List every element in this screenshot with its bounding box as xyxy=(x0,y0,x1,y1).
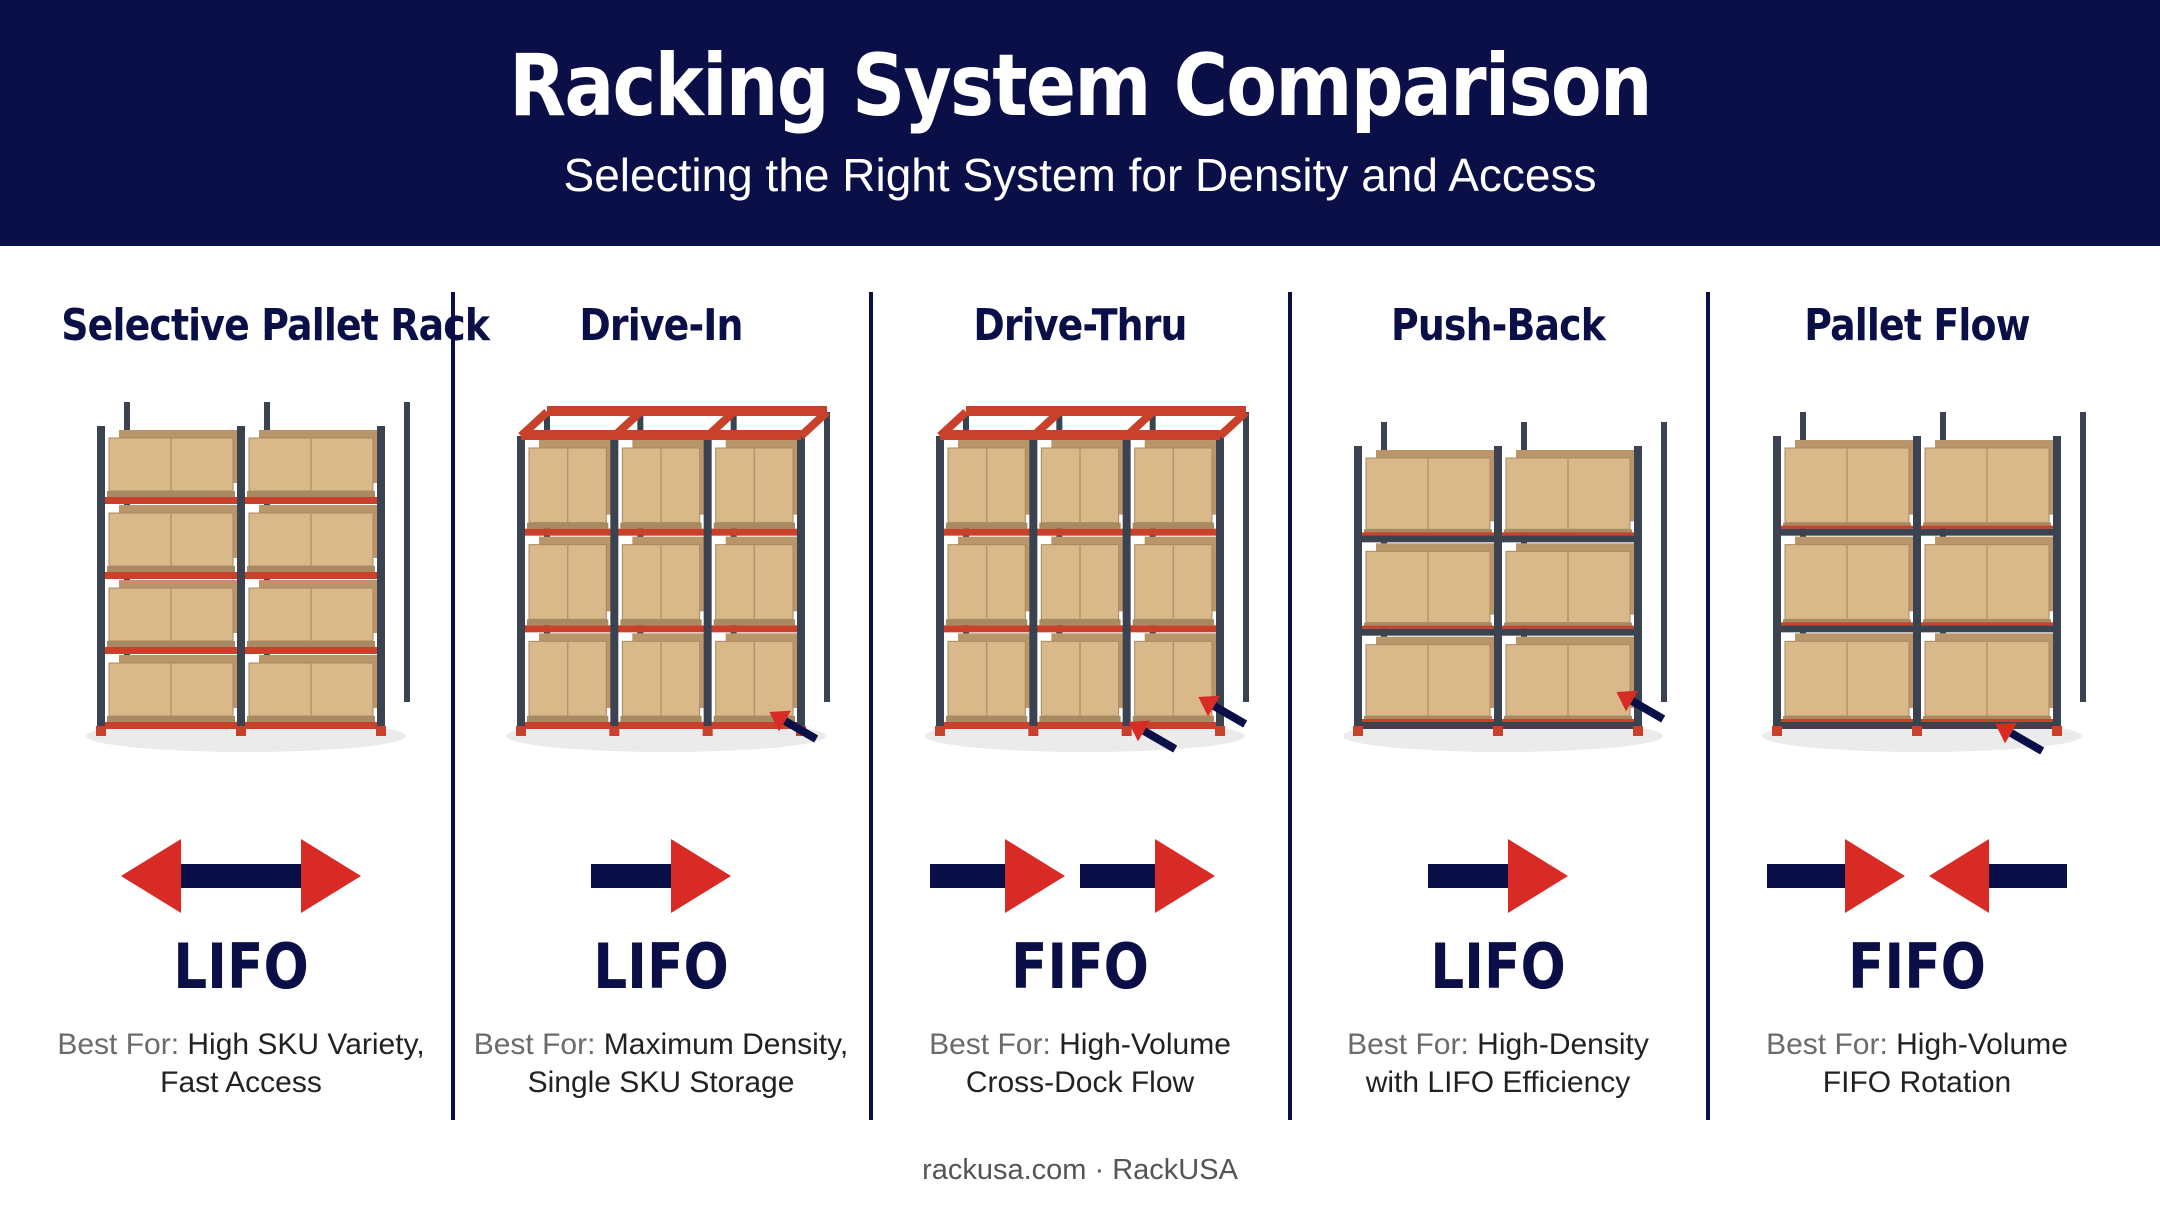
pallet-flow-rack-icon xyxy=(1762,412,2086,755)
best-for-prefix: Best For: xyxy=(1347,1028,1469,1061)
page-title: Racking System Comparison xyxy=(509,36,1652,136)
double-right-arrow-icon xyxy=(930,839,1215,913)
drive-in-rack-icon xyxy=(506,406,830,752)
best-for-text: Best For: Maximum Density, Single SKU Sto… xyxy=(452,1026,870,1102)
column-title: Drive-Thru xyxy=(973,300,1187,351)
best-for-prefix: Best For: xyxy=(929,1028,1051,1061)
best-for-text: Best For: High SKU Variety, Fast Access xyxy=(32,1026,450,1102)
best-for-line2: Cross-Dock Flow xyxy=(965,1066,1195,1099)
inventory-method-label: FIFO xyxy=(1010,930,1150,1003)
column-divider xyxy=(1706,292,1710,1120)
best-for-line1: High-Volume xyxy=(1887,1028,2068,1061)
selective-rack-icon xyxy=(86,402,410,752)
converging-arrows-icon xyxy=(1767,839,2067,913)
column-divider xyxy=(869,292,873,1120)
best-for-line2: with LIFO Efficiency xyxy=(1365,1066,1631,1099)
best-for-line2: Fast Access xyxy=(160,1066,322,1099)
column-divider xyxy=(1288,292,1292,1120)
column-title: Selective Pallet Rack xyxy=(61,300,490,351)
inventory-method-label: LIFO xyxy=(593,930,729,1003)
column-drive-in: Drive-In LIFO Best For: Maximum Density,… xyxy=(452,246,870,1146)
inventory-method-label: LIFO xyxy=(1430,930,1566,1003)
bidirectional-arrow-icon xyxy=(121,839,361,913)
column-title: Drive-In xyxy=(579,300,743,351)
best-for-prefix: Best For: xyxy=(473,1028,596,1061)
best-for-line2: FIFO Rotation xyxy=(1822,1066,2012,1099)
best-for-line1: High-Density xyxy=(1468,1028,1649,1061)
best-for-line1: High-Volume xyxy=(1050,1028,1231,1061)
drive-thru-rack-icon xyxy=(925,406,1249,753)
best-for-line1: Maximum Density, xyxy=(595,1028,849,1061)
best-for-text: Best For: High-Density with LIFO Efficien… xyxy=(1289,1026,1707,1102)
best-for-line1: High SKU Variety, xyxy=(179,1028,425,1061)
footer-source: rackusa.com · RackUSA xyxy=(922,1154,1238,1186)
header-banner: Racking System Comparison Selecting the … xyxy=(0,0,2160,246)
page-subtitle: Selecting the Right System for Density a… xyxy=(563,149,1597,201)
best-for-prefix: Best For: xyxy=(57,1028,180,1061)
inventory-method-label: LIFO xyxy=(173,930,309,1003)
best-for-prefix: Best For: xyxy=(1766,1028,1888,1061)
column-divider xyxy=(451,292,455,1120)
column-selective-pallet-rack: Selective Pallet Rack LIFO Best For: Hig… xyxy=(32,246,490,1146)
column-push-back: Push-Back LIFO Best For: High-Density wit… xyxy=(1289,246,1707,1146)
push-back-rack-icon xyxy=(1343,422,1667,752)
comparison-columns: Selective Pallet Rack LIFO Best For: Hig… xyxy=(0,246,2160,1146)
right-arrow-icon xyxy=(591,839,731,913)
best-for-line2: Single SKU Storage xyxy=(527,1066,795,1099)
column-title: Push-Back xyxy=(1390,300,1606,351)
right-arrow-icon xyxy=(1428,839,1568,913)
inventory-method-label: FIFO xyxy=(1847,930,1987,1003)
column-title: Pallet Flow xyxy=(1804,300,2030,351)
